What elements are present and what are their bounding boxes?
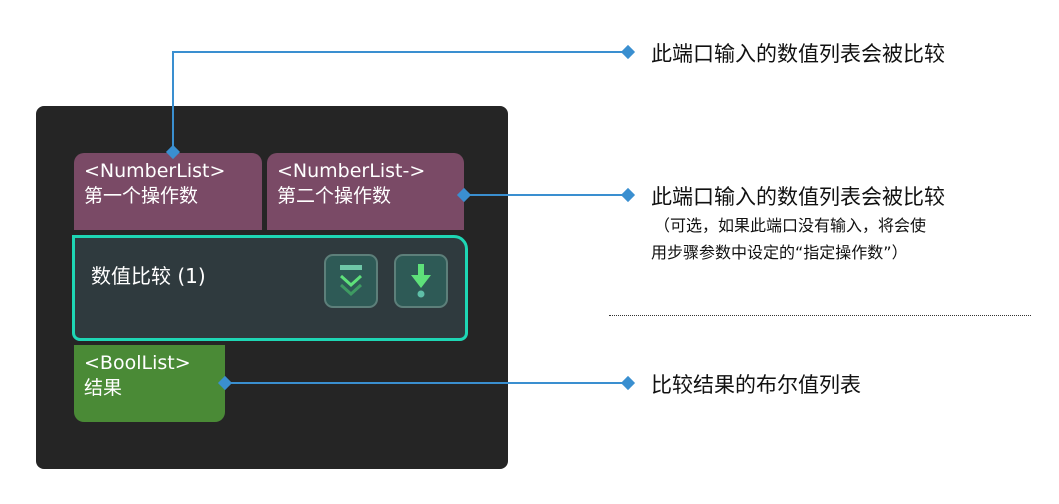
- annotation-input1: 此端口输入的数值列表会被比较: [651, 42, 945, 66]
- connector-dot: [620, 375, 636, 391]
- input-port-1[interactable]: <NumberList> 第一个操作数: [74, 153, 262, 230]
- collapse-button[interactable]: [324, 254, 378, 308]
- connector-line: [172, 51, 628, 53]
- connector-line: [225, 382, 628, 384]
- chevron-double-down-icon: [339, 265, 363, 297]
- arrow-down-icon: [411, 264, 431, 298]
- node-body[interactable]: 数值比较 (1): [72, 235, 468, 341]
- input-port-2[interactable]: <NumberList-> 第二个操作数: [267, 153, 464, 230]
- port-type: <BoolList>: [84, 352, 191, 374]
- annotation-output: 比较结果的布尔值列表: [651, 373, 861, 397]
- port-name: 第二个操作数: [277, 185, 392, 207]
- annotation-note: （可选，如果此端口没有输入，将会使: [654, 216, 927, 235]
- annotation-note: 用步骤参数中设定的“指定操作数”）: [651, 243, 908, 262]
- port-type: <NumberList->: [277, 160, 426, 182]
- connector-line: [172, 51, 174, 153]
- port-name: 第一个操作数: [84, 185, 199, 207]
- port-type: <NumberList>: [84, 160, 226, 182]
- divider: [609, 315, 1031, 316]
- run-step-button[interactable]: [394, 254, 448, 308]
- annotation-input2: 此端口输入的数值列表会被比较: [651, 185, 945, 209]
- connector-line: [464, 194, 628, 196]
- port-name: 结果: [84, 377, 123, 399]
- node-title: 数值比较 (1): [91, 264, 206, 288]
- connector-dot: [620, 44, 636, 60]
- connector-dot: [620, 187, 636, 203]
- output-port[interactable]: <BoolList> 结果: [74, 345, 225, 422]
